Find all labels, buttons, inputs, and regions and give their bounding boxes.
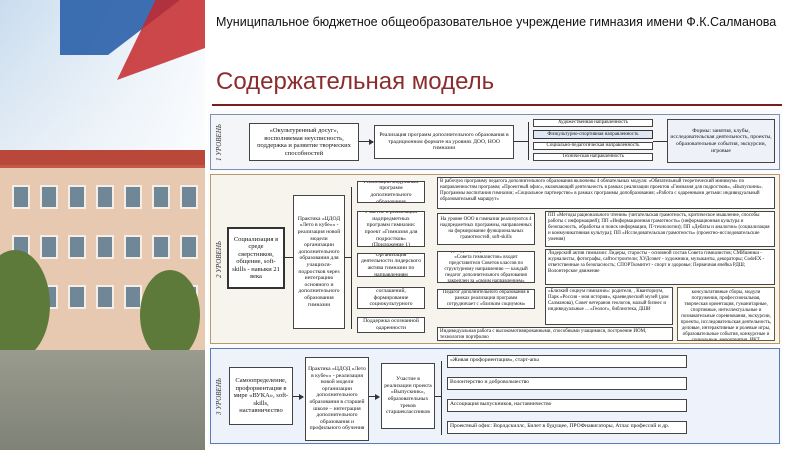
connector bbox=[369, 396, 379, 397]
connector bbox=[285, 257, 293, 258]
connector bbox=[653, 141, 667, 142]
level-3-project-box: Участие в реализации проекта «Выпускник»… bbox=[381, 363, 435, 429]
level-2-modules-box: Реализация модульных программ дополнител… bbox=[357, 181, 425, 203]
arrow-icon bbox=[375, 394, 380, 400]
level-2-leaders-list: Лидерский актив гимназии: Лидеры, старос… bbox=[545, 249, 775, 285]
level-1-source-box: «Окультуренный досуг», восполняемая неус… bbox=[249, 123, 359, 161]
level-1-forms-box: Формы: занятия, клубы, исследовательская… bbox=[667, 119, 775, 163]
level-1-section: 1 УРОВЕНЬ «Окультуренный досуг», восполн… bbox=[210, 114, 780, 170]
level-3-item: Волонтерство и добровольчество bbox=[447, 377, 687, 390]
level-2-support-box: Поддержка осознанной одаренности bbox=[357, 317, 425, 333]
building-window bbox=[68, 235, 86, 259]
level-3-item: Ассоциация выпускников, наставничество bbox=[447, 399, 687, 412]
building-window bbox=[96, 285, 114, 309]
level-3-item: Проектный офис: Ворлдскиллс, Билет в буд… bbox=[447, 421, 687, 434]
connector bbox=[345, 257, 351, 258]
tree bbox=[140, 270, 200, 360]
building-window bbox=[152, 235, 170, 259]
level-2-leaders-box: Организация деятельности лидерского акти… bbox=[357, 253, 425, 277]
level-2-partners-list: «Близкий социум гимназии»: родители, , К… bbox=[545, 287, 673, 325]
building-window bbox=[40, 185, 58, 209]
title-divider bbox=[212, 104, 782, 106]
level-2-literacy-box: ПП «Методы рационального чтения» (читате… bbox=[545, 211, 775, 247]
level-2-label: 2 УРОВЕНЬ bbox=[215, 240, 223, 278]
school-building-photo bbox=[0, 0, 205, 450]
level-2-goal-box: Социализация в среде сверстников, общени… bbox=[227, 227, 285, 289]
level-2-projects-box: Участие в реализации надпредметных прогр… bbox=[357, 211, 425, 247]
level-1-label: 1 УРОВЕНЬ bbox=[215, 123, 223, 161]
connector bbox=[441, 361, 442, 435]
connector bbox=[514, 141, 528, 142]
building-window bbox=[124, 185, 142, 209]
level-3-goal-box: Самоопределение, профориентация в мире «… bbox=[229, 367, 293, 425]
building-window bbox=[68, 185, 86, 209]
building-window bbox=[124, 285, 142, 309]
page-title: Содержательная модель bbox=[216, 68, 495, 95]
level-3-section: 3 УРОВЕНЬ Самоопределение, профориентаци… bbox=[210, 348, 780, 444]
building-window bbox=[180, 235, 198, 259]
level-2-section: 2 УРОВЕНЬ Социализация в среде сверстник… bbox=[210, 174, 780, 344]
level-2-modules-detail: В рабочую программу педагога дополнитель… bbox=[437, 177, 775, 209]
institution-name: Муниципальное бюджетное общеобразователь… bbox=[216, 15, 777, 29]
connector bbox=[435, 396, 441, 397]
direction-tech: Техническая направленность bbox=[533, 153, 653, 161]
arrow-icon bbox=[299, 394, 304, 400]
direction-art: Художественная направленность bbox=[533, 119, 653, 127]
connector bbox=[359, 141, 373, 142]
level-2-partners-detail: Педагог дополнительного образования в ра… bbox=[437, 289, 535, 309]
connector bbox=[293, 396, 303, 397]
level-2-practice-box: Практика «ЦДОД «Лето в кубе»» - реализац… bbox=[293, 195, 345, 329]
building-roof bbox=[0, 150, 205, 168]
level-2-partners-box: Реализация партнерских соглашений, форми… bbox=[357, 287, 425, 309]
building-window bbox=[12, 185, 30, 209]
level-1-program-box: Реализация программ дополнительного обра… bbox=[374, 125, 514, 159]
level-2-forms-box: Формы: погружения, клубы, творческие объ… bbox=[677, 287, 775, 341]
level-3-label: 3 УРОВЕНЬ bbox=[215, 377, 223, 415]
arrow-icon bbox=[369, 139, 374, 145]
connector bbox=[351, 187, 352, 329]
building-window bbox=[96, 185, 114, 209]
direction-sport: Физкультурно-спортивная направленность bbox=[533, 130, 653, 139]
building-window bbox=[124, 235, 142, 259]
level-3-item: «Живая профориентация», старт-апы bbox=[447, 355, 687, 368]
connector bbox=[528, 122, 529, 160]
building-window bbox=[180, 185, 198, 209]
direction-social: Социально-педагогическая направленность bbox=[533, 142, 653, 150]
building-window bbox=[40, 235, 58, 259]
building-window bbox=[68, 285, 86, 309]
ground bbox=[0, 350, 205, 450]
level-2-projects-detail: На уровне ООО в гимназии реализуются 4 н… bbox=[437, 213, 535, 245]
level-3-practice-box: Практика «ЦДОД «Лето в кубе»» - реализац… bbox=[305, 357, 369, 441]
building-window bbox=[152, 185, 170, 209]
content-model-diagram: 1 УРОВЕНЬ «Окультуренный досуг», восполн… bbox=[208, 110, 782, 446]
level-2-leaders-detail: В структуре Лидерского актива гимназии «… bbox=[437, 251, 535, 283]
building-window bbox=[96, 235, 114, 259]
level-2-support-detail: Индивидуальная работа с высокомотивирова… bbox=[437, 327, 673, 341]
